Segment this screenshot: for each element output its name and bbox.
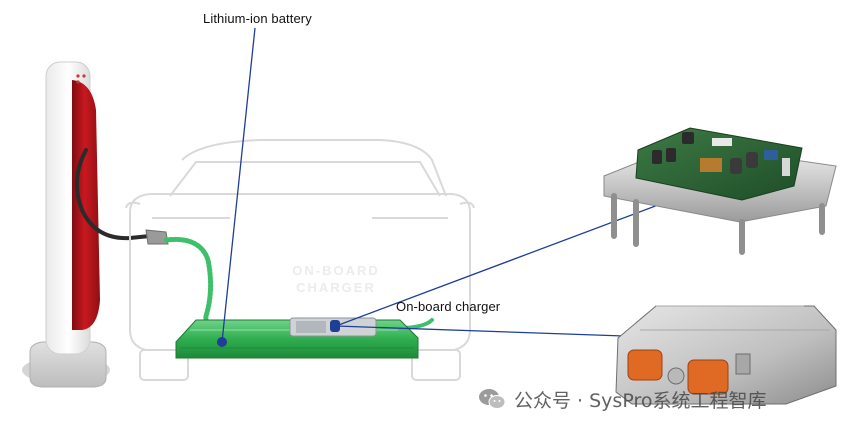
hv-cable — [163, 236, 239, 335]
car-right-wheel — [411, 349, 461, 381]
car-ghost — [125, 139, 475, 381]
car-window — [169, 161, 441, 197]
battery-leader-line — [221, 27, 256, 343]
charger-box-ribs — [640, 305, 830, 331]
box-leader-line — [335, 325, 625, 337]
charger-box — [615, 305, 837, 405]
battery-label: Lithium-ion battery — [203, 11, 312, 26]
station-red-panel — [72, 80, 100, 330]
station-led — [82, 74, 86, 78]
wechat-icon — [479, 389, 506, 409]
obc-module-detail — [296, 321, 326, 333]
obc-leader-dot — [330, 320, 340, 332]
charger-pcb-assembly — [603, 127, 837, 255]
charger-box-connector — [687, 359, 729, 395]
watermark-text: 公众号 · SysPro系统工程智库 — [514, 389, 767, 412]
car-left-wheel — [139, 349, 189, 381]
car-roof — [181, 139, 447, 197]
watermark: 公众号 · SysPro系统工程智库 — [478, 385, 766, 413]
station-led — [76, 74, 80, 78]
pcb-stand-legs — [611, 193, 825, 255]
charger-box-port — [667, 367, 685, 385]
car-overlay-text-line1: ON-BOARD — [292, 263, 380, 278]
battery-leader-dot — [217, 337, 227, 347]
charging-cable — [74, 148, 152, 241]
charging-plug — [145, 229, 169, 245]
charger-box-port — [735, 353, 751, 375]
car-overlay-text-line2: CHARGER — [296, 280, 376, 295]
station-base — [29, 341, 107, 388]
car-mirror — [125, 201, 141, 209]
car-body — [129, 193, 471, 351]
charger-label: On-board charger — [396, 299, 501, 314]
pcb-components — [652, 132, 790, 176]
car-mirror — [459, 201, 475, 209]
charger-box-connector — [627, 349, 663, 381]
station-led — [76, 80, 80, 84]
charging-station — [22, 61, 110, 388]
